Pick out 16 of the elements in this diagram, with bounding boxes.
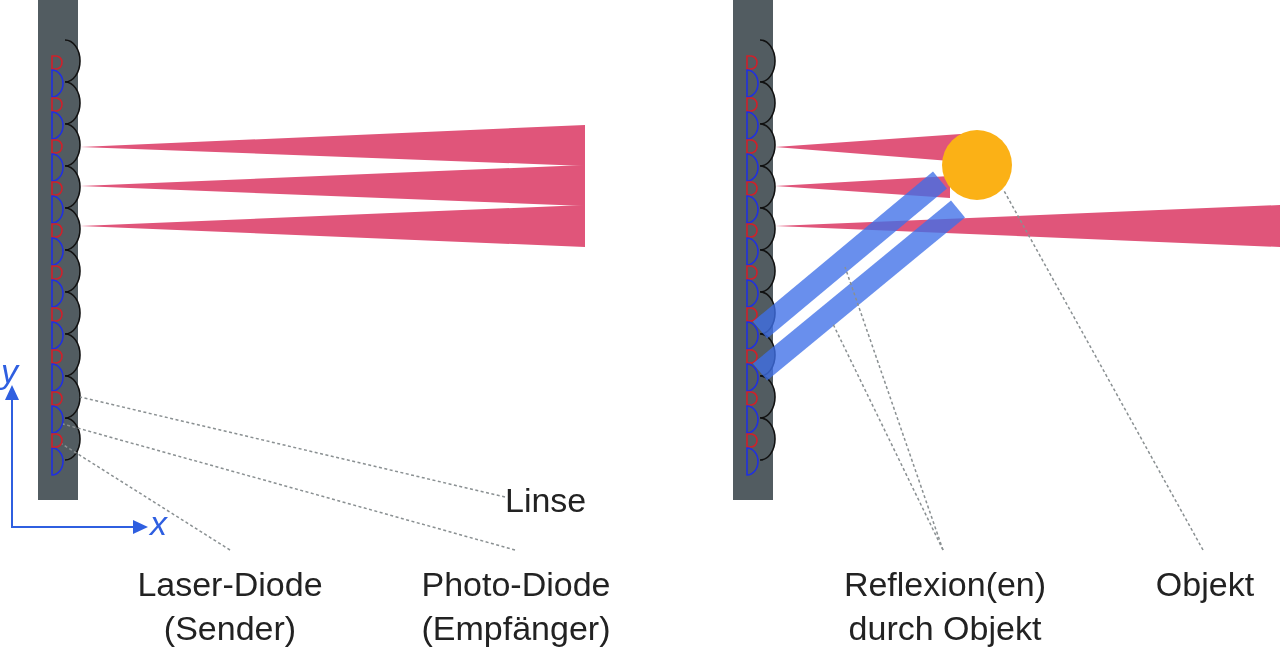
- leader-line: [832, 323, 944, 551]
- photo-diode: [51, 405, 64, 434]
- reflected-beam: [752, 200, 965, 381]
- leader-line: [61, 443, 231, 551]
- leader-line: [1002, 188, 1204, 551]
- callout-text: Objekt: [1135, 550, 1275, 606]
- callout-text: Reflexion(en) durch Objekt: [805, 550, 1085, 650]
- object-circle: [942, 130, 1012, 200]
- leader-line: [62, 423, 516, 551]
- leader-line: [79, 396, 506, 498]
- reflected-beam: [752, 171, 947, 339]
- callout-text: Laser-Diode (Sender): [105, 550, 355, 650]
- callout-text: Photo-Diode (Empfänger): [382, 550, 650, 650]
- laser-diode: [51, 433, 63, 448]
- callout-text: Linse: [505, 478, 625, 522]
- axis-label: x: [150, 506, 167, 540]
